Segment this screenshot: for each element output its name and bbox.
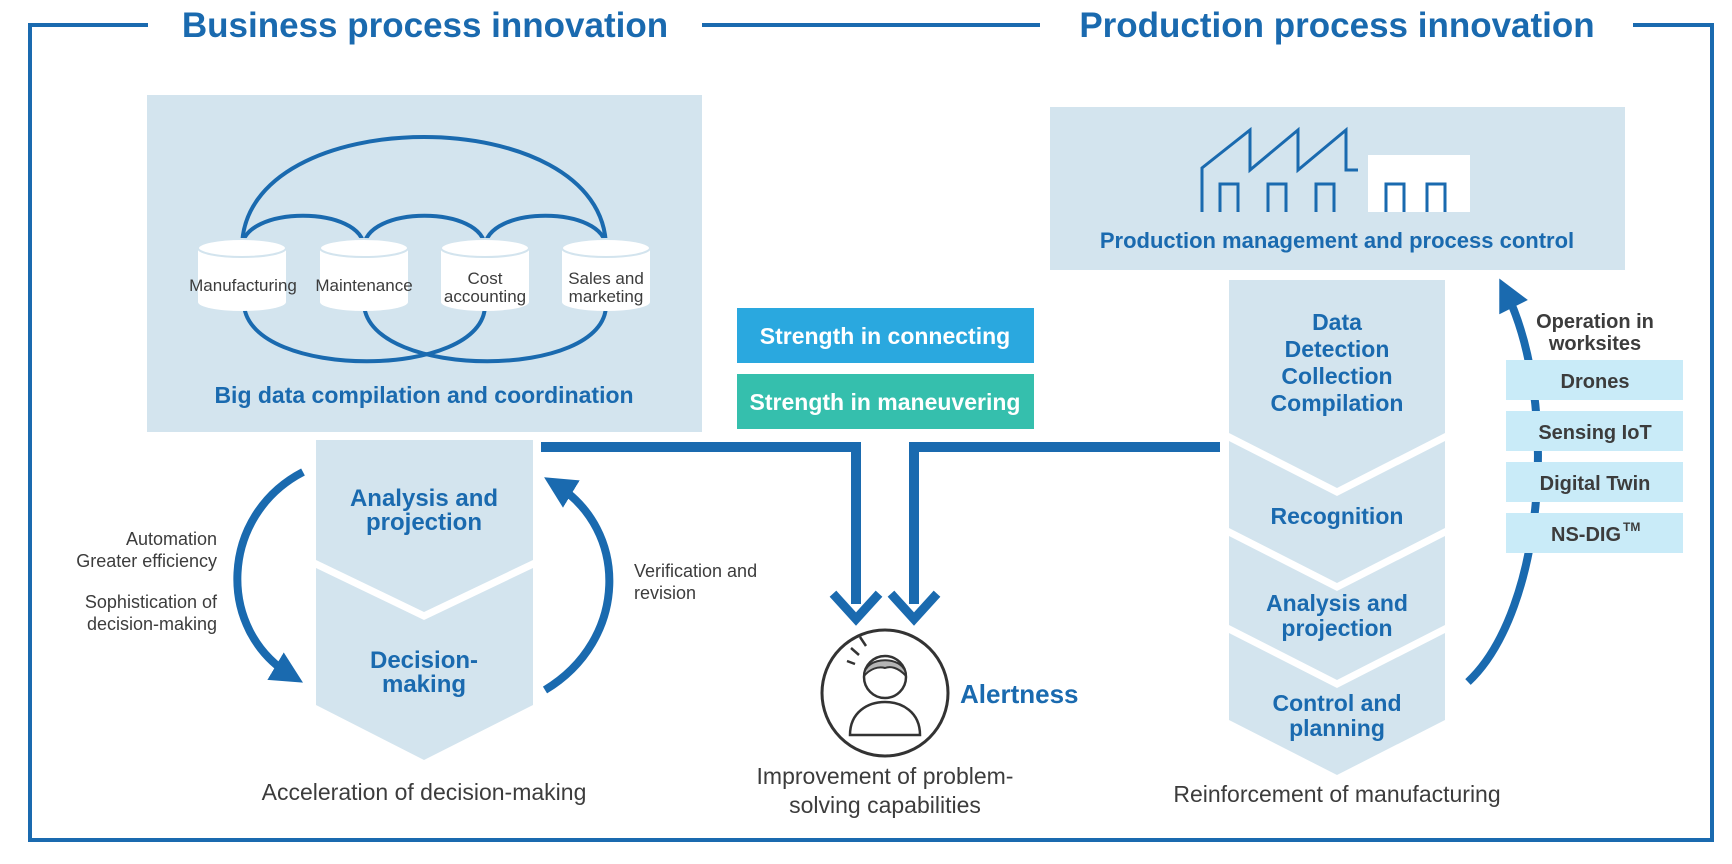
- left-note-2: Greater efficiency: [76, 551, 217, 571]
- right-step1-label-2: Detection: [1285, 336, 1390, 362]
- tag-sensing-box: [1506, 411, 1683, 451]
- db-label-maintenance: Maintenance: [315, 276, 412, 295]
- right-note-1: Verification and: [634, 561, 757, 581]
- left-step1-label-1: Analysis and: [350, 485, 498, 512]
- bigdata-caption: Big data compilation and coordination: [214, 382, 633, 408]
- strength-maneuvering-label: Strength in maneuvering: [750, 389, 1021, 415]
- left-note-4: decision-making: [87, 614, 217, 634]
- right-note-2: revision: [634, 583, 696, 603]
- left-caption: Acceleration of decision-making: [262, 779, 587, 805]
- left-step2-label-2: making: [382, 671, 466, 698]
- tag-nsdig-box: [1506, 513, 1683, 553]
- strength-badges: Strength in connecting Strength in maneu…: [737, 308, 1034, 429]
- database-sales-icon: [561, 238, 651, 311]
- tag-sensing-iot: Sensing IoT: [1538, 422, 1651, 444]
- strength-connecting-label: Strength in connecting: [760, 323, 1010, 349]
- center-connector-arrows: [541, 442, 1220, 626]
- left-note-1: Automation: [126, 529, 217, 549]
- outer-frame: [28, 23, 1714, 842]
- db-label-sales-1: Sales and: [568, 269, 644, 288]
- left-up-arrow-icon: [542, 477, 614, 694]
- person-alert-icon: [820, 628, 950, 758]
- factory-icon: [1200, 126, 1470, 212]
- right-step4-label-2: planning: [1289, 715, 1385, 741]
- center-caption-2: solving capabilities: [789, 792, 981, 818]
- left-chevron-decision: [316, 568, 533, 760]
- tag-twin-box: [1506, 462, 1683, 502]
- left-note-3: Sophistication of: [85, 592, 218, 612]
- left-step2-label-1: Decision-: [370, 647, 478, 674]
- bigdata-panel: Manufacturing Maintenance Cost accountin…: [147, 95, 702, 432]
- db-label-cost-2: accounting: [444, 287, 526, 306]
- left-down-arrow-icon: [233, 468, 305, 683]
- tag-digital-twin: Digital Twin: [1540, 473, 1651, 495]
- left-cycle-arrows: [233, 468, 614, 694]
- right-step1-label-4: Compilation: [1271, 390, 1404, 416]
- strength-connecting-badge: [737, 308, 1034, 363]
- db-label-sales-2: marketing: [569, 287, 644, 306]
- right-step4-label-1: Control and: [1272, 690, 1401, 716]
- right-chevron-recognition: [1229, 441, 1445, 583]
- tag-drones: Drones: [1561, 371, 1630, 393]
- tag-ns-dig: NS-DIG: [1551, 524, 1621, 546]
- right-step1-label-3: Collection: [1281, 363, 1392, 389]
- left-step1-label-2: projection: [366, 509, 482, 536]
- right-chevron-control: [1229, 633, 1445, 775]
- alertness-label: Alertness: [960, 679, 1079, 709]
- worksite-tags: Drones Sensing IoT Digital Twin NS-DIG T…: [1506, 360, 1683, 553]
- db-label-manufacturing: Manufacturing: [189, 276, 297, 295]
- right-chevron-flow: Data Detection Collection Compilation Re…: [1229, 280, 1445, 775]
- left-chevron-analysis: [316, 440, 533, 612]
- database-manufacturing-icon: [197, 238, 287, 311]
- right-chevron-analysis: [1229, 536, 1445, 680]
- right-step2-label: Recognition: [1271, 503, 1404, 529]
- factory-panel: Production management and process contro…: [1050, 107, 1625, 270]
- right-step3-label-2: projection: [1281, 615, 1392, 641]
- right-caption: Reinforcement of manufacturing: [1173, 781, 1500, 807]
- database-maintenance-icon: [319, 238, 409, 311]
- left-chevron-flow: Analysis and projection Decision- making: [316, 440, 533, 760]
- db-label-cost-1: Cost: [468, 269, 503, 288]
- ops-label-2: worksites: [1548, 333, 1641, 355]
- tag-ns-dig-tm: TM: [1623, 520, 1640, 534]
- strength-maneuvering-badge: [737, 374, 1034, 429]
- right-step1-label-1: Data: [1312, 309, 1362, 335]
- right-step3-label-1: Analysis and: [1266, 590, 1408, 616]
- database-cost-icon: [440, 238, 530, 311]
- ops-label-1: Operation in: [1536, 311, 1654, 333]
- heading-production: Production process innovation: [1079, 6, 1594, 45]
- center-caption-1: Improvement of problem-: [757, 763, 1014, 789]
- heading-business: Business process innovation: [182, 6, 668, 45]
- tag-drones-box: [1506, 360, 1683, 400]
- right-chevron-data: [1229, 280, 1445, 488]
- factory-caption: Production management and process contro…: [1100, 228, 1574, 253]
